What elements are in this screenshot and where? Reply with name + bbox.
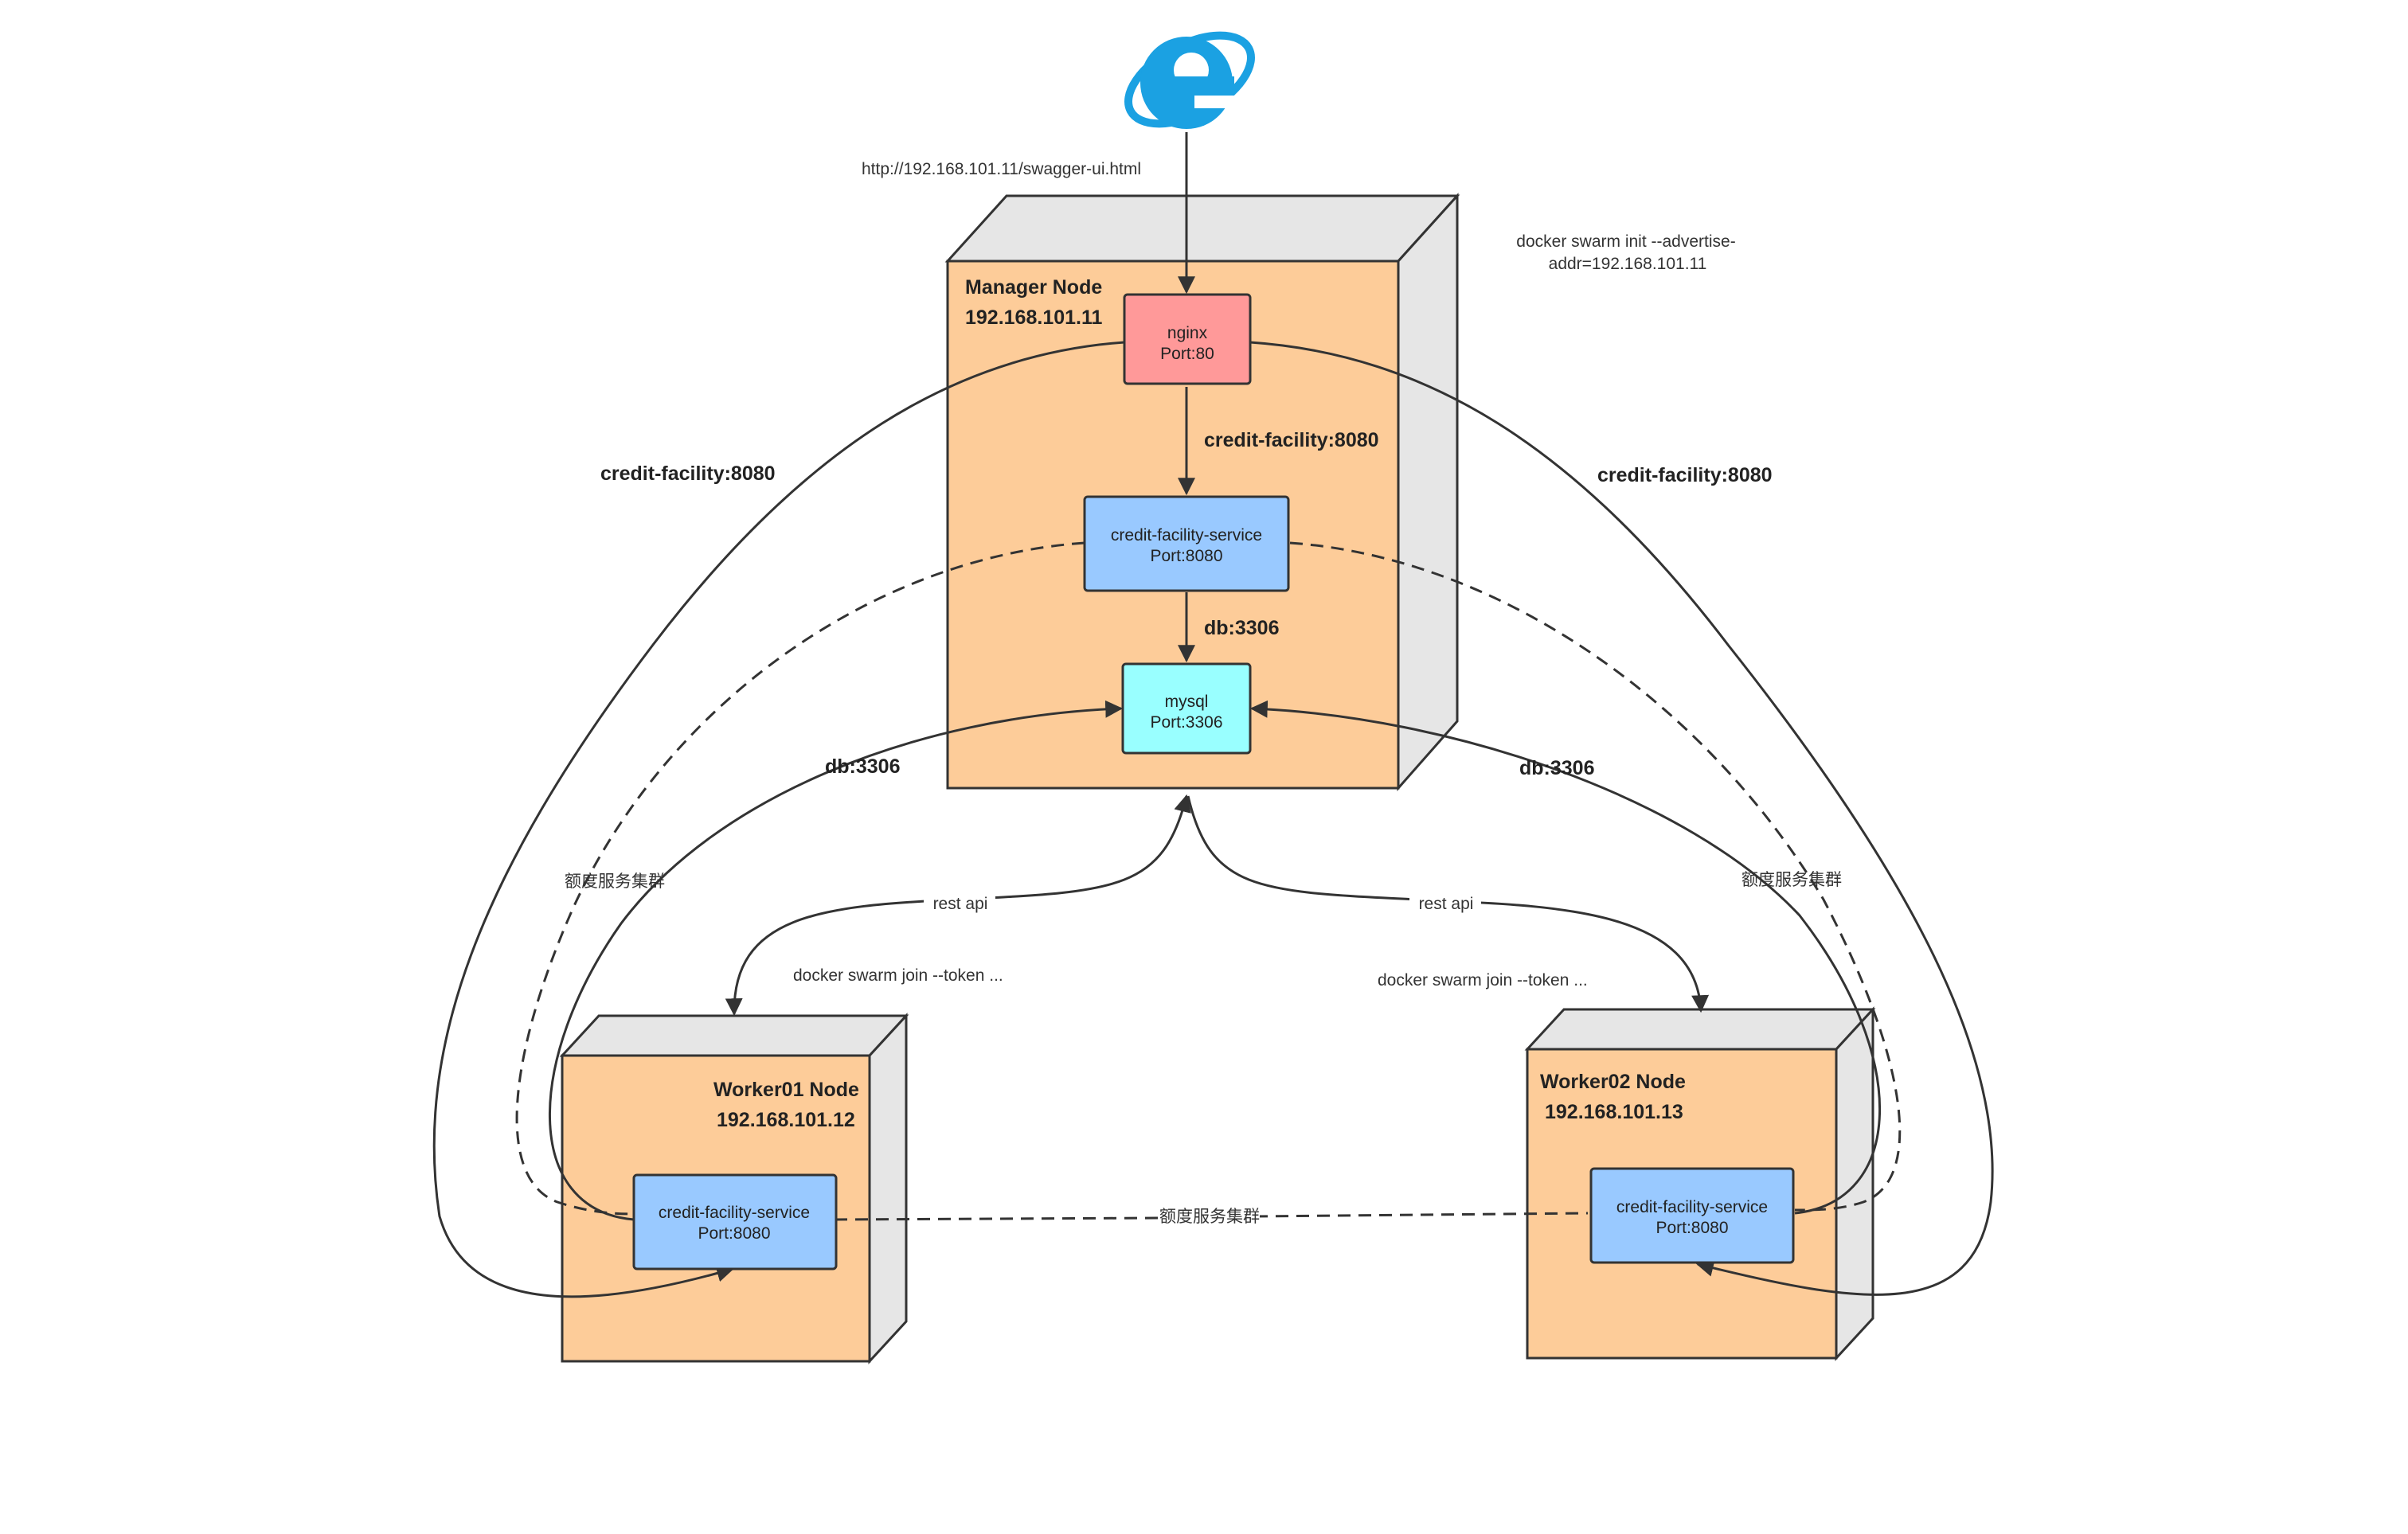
credit-left-label: credit-facility:8080 bbox=[600, 463, 776, 485]
worker02-node-top bbox=[1524, 1008, 1876, 1051]
nginx-to-worker01-curve bbox=[432, 341, 1125, 1298]
manager-node-side bbox=[1397, 193, 1459, 791]
worker01-node-top bbox=[559, 1014, 909, 1057]
rest-right-label: rest api bbox=[1419, 895, 1474, 913]
join-right-label: docker swarm join --token ... bbox=[1378, 971, 1588, 989]
nginx-box[interactable] bbox=[1123, 293, 1252, 385]
worker01-node-side bbox=[868, 1013, 908, 1364]
credit-manager-box[interactable] bbox=[1083, 495, 1290, 592]
credit-worker01-port: Port:8080 bbox=[698, 1224, 770, 1243]
mysql-service[interactable]: mysql Port:3306 bbox=[1121, 662, 1252, 755]
worker02-to-mysql-curve bbox=[1249, 700, 1881, 1215]
cluster-right-label: 额度服务集群 bbox=[1742, 870, 1842, 889]
internet-explorer-icon[interactable] bbox=[1114, 18, 1265, 142]
credit-center-label: credit-facility:8080 bbox=[1204, 429, 1379, 451]
cluster-bottom-label-bg bbox=[1159, 1200, 1260, 1228]
cluster-bottom-dashed bbox=[834, 1212, 1589, 1221]
manager-node-ip: 192.168.101.11 bbox=[965, 306, 1102, 329]
credit-worker02-name: credit-facility-service bbox=[1616, 1198, 1768, 1216]
worker01-node-ip: 192.168.101.12 bbox=[717, 1109, 855, 1131]
credit-worker01-name: credit-facility-service bbox=[659, 1204, 810, 1222]
cluster-bottom-label: 额度服务集群 bbox=[1159, 1207, 1260, 1226]
db-left-label: db:3306 bbox=[825, 755, 900, 778]
worker01-node-name: Worker01 Node bbox=[713, 1079, 859, 1101]
mysql-box[interactable] bbox=[1121, 662, 1252, 755]
cluster-right-dashed bbox=[1289, 541, 1902, 1212]
credit-worker02-port: Port:8080 bbox=[1656, 1219, 1728, 1237]
credit-worker02-service[interactable]: credit-facility-service Port:8080 bbox=[1589, 1167, 1795, 1264]
join-left-label: docker swarm join --token ... bbox=[793, 966, 1003, 985]
credit-worker02-box[interactable] bbox=[1589, 1167, 1795, 1264]
db-center-label: db:3306 bbox=[1204, 617, 1279, 639]
worker02-node-name: Worker02 Node bbox=[1540, 1071, 1686, 1093]
credit-manager-service[interactable]: credit-facility-service Port:8080 bbox=[1083, 495, 1290, 592]
cluster-left-dashed bbox=[515, 541, 1085, 1216]
rest-left-label-bg bbox=[924, 890, 995, 914]
credit-worker01-box[interactable] bbox=[632, 1173, 838, 1271]
rest-right-label-bg bbox=[1409, 890, 1481, 914]
rest-left-label: rest api bbox=[933, 895, 988, 913]
db-right-label: db:3306 bbox=[1519, 757, 1594, 779]
ie-e-cut bbox=[1194, 96, 1242, 108]
nginx-port: Port:80 bbox=[1160, 345, 1214, 363]
mysql-name: mysql bbox=[1165, 693, 1209, 711]
manager-node-name: Manager Node bbox=[965, 276, 1102, 299]
mysql-port: Port:3306 bbox=[1150, 713, 1222, 732]
credit-manager-port: Port:8080 bbox=[1150, 547, 1222, 565]
worker01-to-mysql-curve bbox=[549, 700, 1124, 1221]
swarm-init-label-line2: addr=192.168.101.11 bbox=[1549, 255, 1707, 273]
ie-e-bar bbox=[1171, 76, 1234, 89]
nginx-to-worker02-curve bbox=[1249, 341, 1994, 1296]
swarm-init-label-line1: docker swarm init --advertise- bbox=[1516, 232, 1735, 251]
credit-worker01-service[interactable]: credit-facility-service Port:8080 bbox=[632, 1173, 838, 1271]
manager-node-top bbox=[944, 194, 1460, 263]
credit-manager-name: credit-facility-service bbox=[1111, 526, 1262, 545]
credit-right-label: credit-facility:8080 bbox=[1597, 464, 1773, 486]
url-label: http://192.168.101.11/swagger-ui.html bbox=[862, 160, 1141, 178]
worker02-node-ip: 192.168.101.13 bbox=[1545, 1101, 1683, 1123]
nginx-service[interactable]: nginx Port:80 bbox=[1123, 293, 1252, 385]
cluster-left-label: 额度服务集群 bbox=[565, 872, 665, 891]
nginx-name: nginx bbox=[1167, 324, 1208, 342]
